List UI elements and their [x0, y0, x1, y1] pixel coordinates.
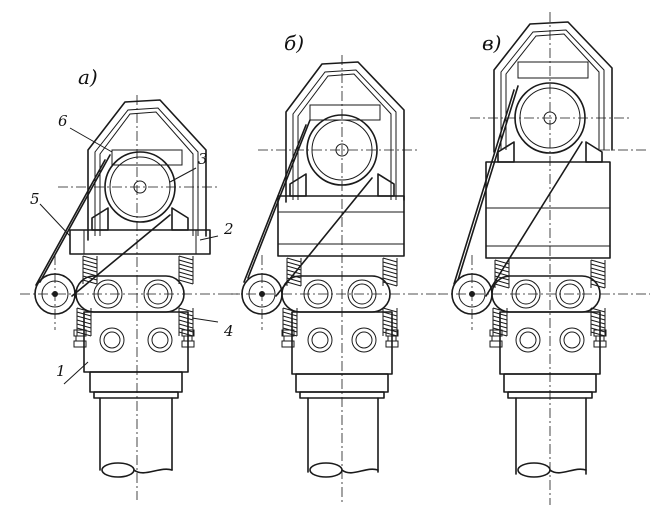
variant-a: [20, 95, 240, 500]
callout-4: 4: [223, 322, 234, 340]
pipe-v: [515, 397, 587, 475]
guard-hood-a: [87, 99, 207, 241]
pipe-a: [99, 397, 173, 471]
belt-b: [247, 119, 311, 279]
variant-b: [228, 55, 440, 505]
variant-label-v: в): [482, 31, 501, 55]
belt-v: [457, 85, 519, 281]
mounting-plate-b: [277, 195, 405, 257]
guard-hood-b: [285, 61, 405, 203]
callout-1: 1: [56, 362, 66, 380]
variant-v: [438, 12, 650, 505]
variant-label-a: а): [78, 65, 98, 89]
callout-3: 3: [198, 150, 208, 168]
belt-a: [39, 154, 111, 283]
mounting-plate-a: [69, 229, 211, 255]
variant-label-b: б): [284, 31, 304, 55]
callout-2: 2: [223, 220, 234, 238]
mounting-plate-v: [485, 161, 611, 259]
column-body-a: [83, 311, 189, 373]
pipe-b: [307, 397, 379, 473]
callout-leaders: [39, 127, 219, 385]
callout-6: 6: [58, 112, 68, 130]
callout-5: 5: [30, 190, 40, 208]
guard-hood-v: [493, 21, 613, 153]
